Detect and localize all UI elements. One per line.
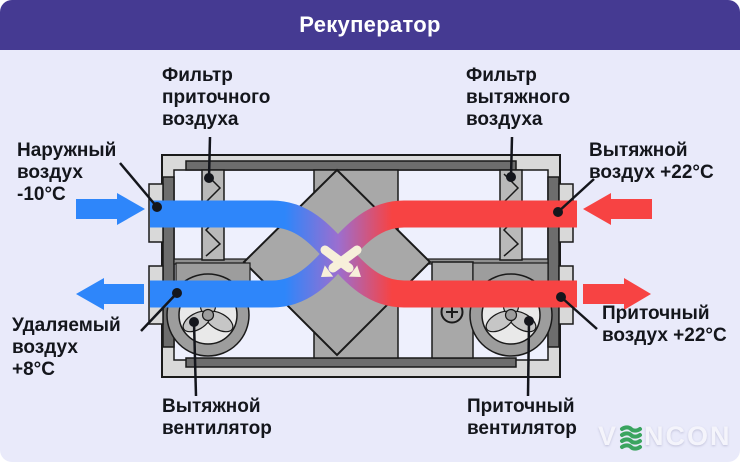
exhaust-air-arrow-left-icon <box>583 193 652 225</box>
supply-air-arrow-right-icon <box>583 278 651 310</box>
label-exhaust-filter: Фильтр вытяжного воздуха <box>466 65 571 130</box>
leader-removed-air <box>140 292 178 332</box>
leader-exhaust-fan <box>192 321 198 397</box>
casing-top-bar <box>185 160 517 171</box>
label-exhaust-air-in: Вытяжной воздух +22°C <box>589 140 714 183</box>
label-outdoor-air: Наружный воздух -10°C <box>17 140 117 205</box>
supply-fan-icon <box>469 262 553 357</box>
exhaust-flow-path <box>150 200 577 308</box>
header: Рекуператор <box>0 0 740 50</box>
vencon-logo-e-icon <box>620 424 643 451</box>
leader-exhaust-filter <box>509 136 514 178</box>
outdoor-air-arrow-right-icon <box>76 193 145 225</box>
label-supply-air-out: Приточный воздух +22°C <box>602 303 727 346</box>
vencon-logo: V NCON <box>598 421 732 452</box>
label-exhaust-fan: Вытяжной вентилятор <box>162 396 272 439</box>
casing-bottom-bar <box>185 357 517 368</box>
crossflow-arrows-icon <box>320 245 362 277</box>
leader-lines <box>119 136 598 397</box>
leader-dots <box>152 172 566 327</box>
leader-supply-filter <box>207 136 212 179</box>
exhaust-fan-icon <box>166 262 251 357</box>
leader-supply-air-out <box>560 296 598 330</box>
leader-outdoor-air <box>119 162 158 208</box>
page-title: Рекуператор <box>299 12 441 37</box>
vencon-logo-v: V <box>598 421 619 451</box>
removed-air-arrow-left-icon <box>76 278 144 310</box>
label-supply-fan: Приточный вентилятор <box>467 396 577 439</box>
leader-supply-fan <box>526 320 531 397</box>
label-supply-filter: Фильтр приточного воздуха <box>162 65 271 130</box>
vencon-logo-rest: NCON <box>644 421 732 451</box>
leader-exhaust-air-in <box>557 178 595 213</box>
label-removed-air: Удаляемый воздух +8°C <box>12 315 121 380</box>
